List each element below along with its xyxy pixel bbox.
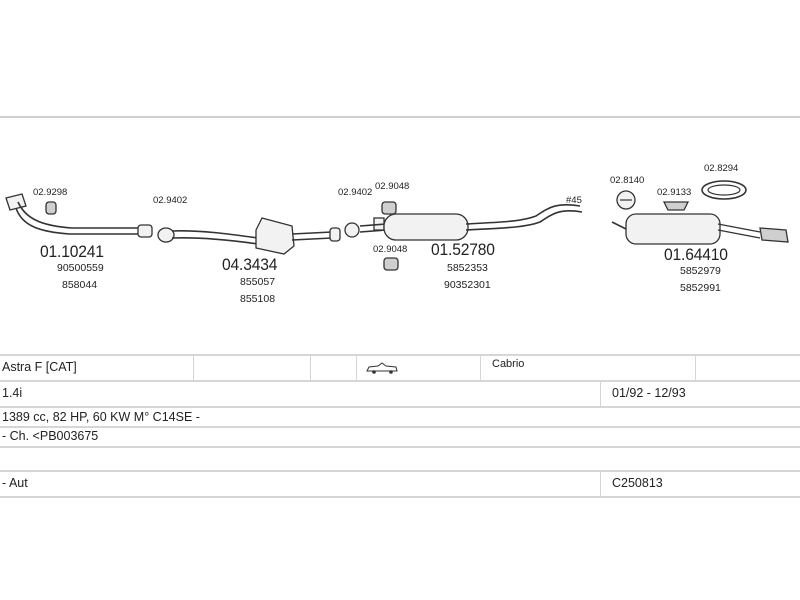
table-row: - Aut C250813 <box>0 470 800 498</box>
rear-silencer-drawing <box>611 180 789 245</box>
diagram-top-border <box>0 116 800 118</box>
note-label: #45 <box>566 195 582 206</box>
catalytic-converter-drawing <box>171 217 341 255</box>
part-number: 04.3434 <box>222 255 278 274</box>
clamp-number: 02.9298 <box>33 187 68 198</box>
model-cell: Astra F [CAT] <box>2 360 77 374</box>
table-row: 1389 cc, 82 HP, 60 KW M° C14SE - <box>0 406 800 426</box>
clamp-number: 02.9048 <box>373 244 408 255</box>
chassis-cell: - Ch. <PB003675 <box>2 429 99 443</box>
period-cell: 01/92 - 12/93 <box>612 386 686 400</box>
exhaust-drawing <box>5 180 789 271</box>
engine-cell: 1.4i <box>2 386 23 400</box>
vehicle-info-table: Astra F [CAT] Cabrio 1.4i 01/92 - 12/93 … <box>0 354 800 498</box>
oem-number: 5852353 <box>447 262 488 274</box>
clamp-02-9402-drawing <box>157 227 175 243</box>
table-row <box>0 446 800 470</box>
exhaust-diagram: 02.9298 01.10241 90500559 858044 02.9402… <box>0 118 800 354</box>
oem-number: 855057 <box>240 276 276 288</box>
centre-silencer-drawing <box>359 203 583 241</box>
oem-number: 90500559 <box>57 262 104 274</box>
oem-number: 5852991 <box>680 282 721 294</box>
part-number: 01.10241 <box>40 242 104 261</box>
table-row: Astra F [CAT] Cabrio <box>0 354 800 380</box>
clamp-number: 02.9048 <box>375 181 410 192</box>
clamp-02-9298-drawing <box>45 201 57 215</box>
clamp-number: 02.9133 <box>657 187 692 198</box>
clamp-number: 02.9402 <box>153 195 188 206</box>
oem-number: 855108 <box>240 293 276 305</box>
part-number: 01.64410 <box>664 245 728 264</box>
spec-cell: 1389 cc, 82 HP, 60 KW M° C14SE - <box>2 410 200 424</box>
oem-number: 858044 <box>62 279 98 291</box>
clamp-number: 02.9402 <box>338 187 373 198</box>
part-number: 01.52780 <box>431 240 495 259</box>
code-cell: C250813 <box>612 476 663 490</box>
body-type-cell: Cabrio <box>492 358 525 370</box>
clamp-number: 02.8140 <box>610 175 645 186</box>
table-row: - Ch. <PB003675 <box>0 426 800 446</box>
front-pipe-drawing <box>5 193 153 238</box>
transmission-cell: - Aut <box>2 476 28 490</box>
oem-number: 90352301 <box>444 279 491 291</box>
convertible-car-icon <box>366 362 398 377</box>
oem-number: 5852979 <box>680 265 721 277</box>
clamp-number: 02.8294 <box>704 163 739 174</box>
table-row: 1.4i 01/92 - 12/93 <box>0 380 800 406</box>
